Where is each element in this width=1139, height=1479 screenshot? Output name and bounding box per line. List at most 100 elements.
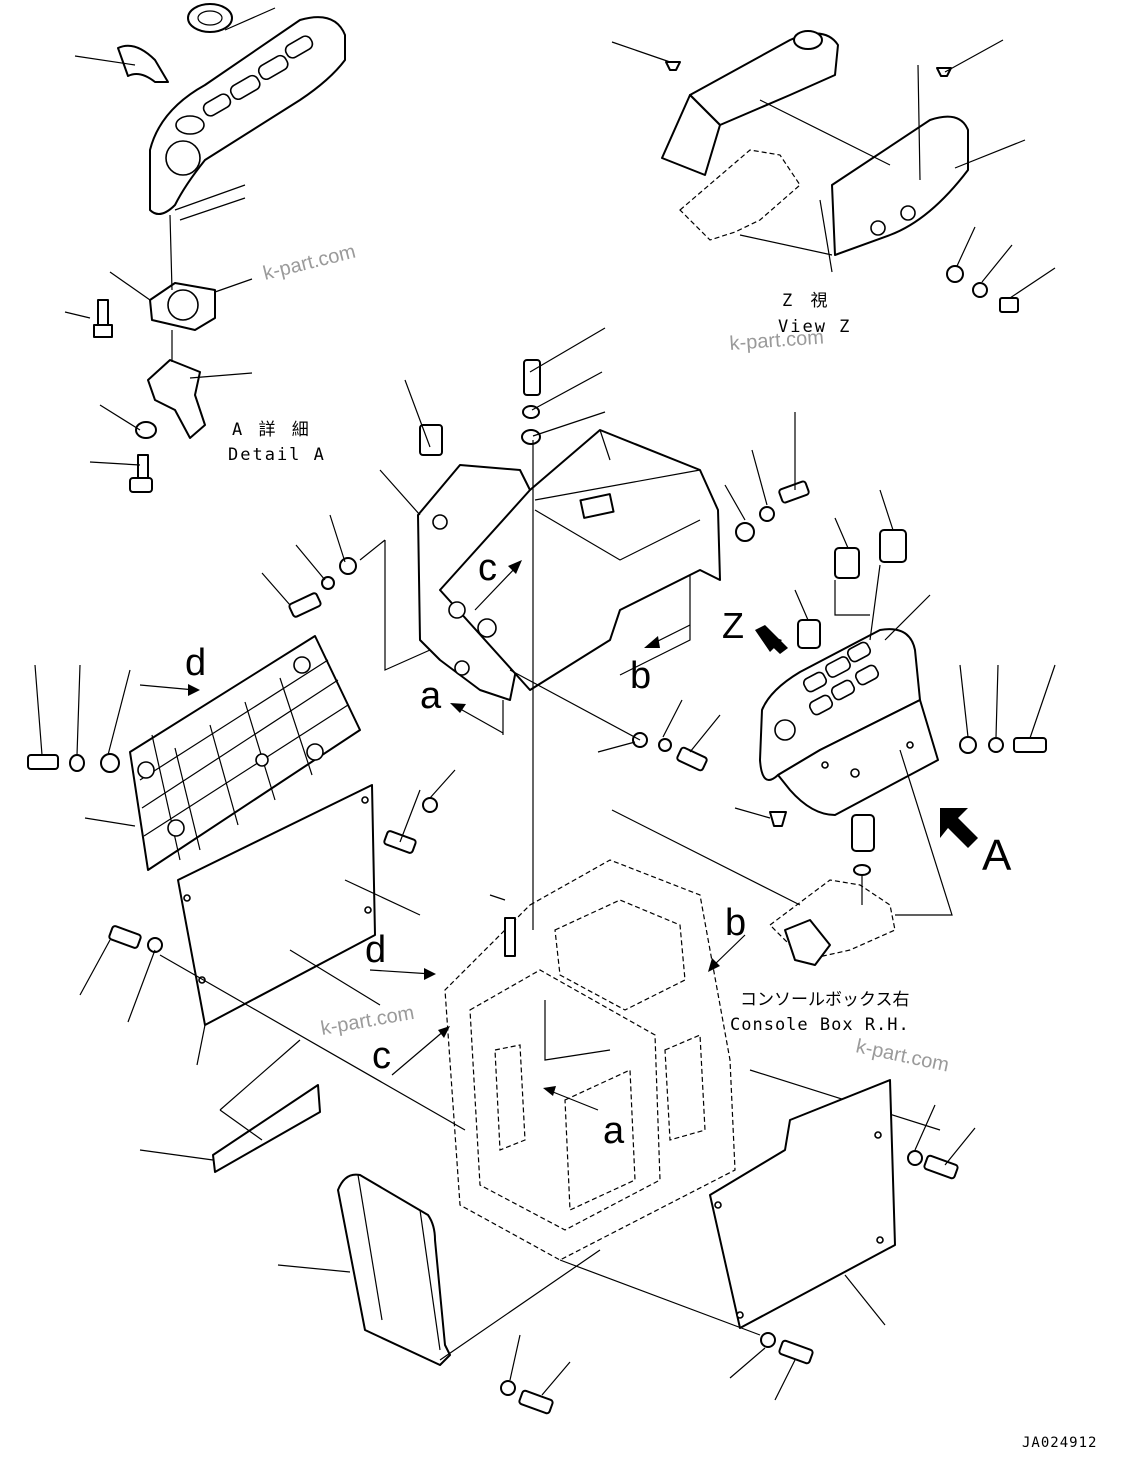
grille-ribs [139,659,349,861]
panel-hole [361,796,369,804]
callout-a2: a [603,1110,625,1152]
leader-line [959,664,1056,739]
panel-hole [364,906,372,914]
washer [972,282,988,298]
grille-fastener [306,743,324,761]
washer [500,1380,516,1396]
grille-fastener [255,753,269,767]
rh-switch-slot [808,694,834,716]
knob-cap-inner [197,10,223,26]
rh-console-top [759,628,921,781]
panel-hole [876,1236,884,1244]
leader-line [34,664,136,827]
rh-side-hole [906,741,914,749]
leader-line [729,1347,796,1401]
side-panel-right [709,1079,896,1329]
bottom-covers-group: JA024912 [277,1079,1097,1451]
arrowhead [644,636,660,648]
arrowhead [424,968,436,980]
washer [135,421,157,439]
bolt [923,1154,959,1180]
switch-slot [202,93,232,117]
view-z-en-label: View Z [778,317,851,337]
washer [759,506,775,522]
assembly-line [109,214,173,362]
bolt [108,925,142,949]
frame-group: b d c a コンソールボックス右 Console Box R.H. [365,440,941,1261]
grille-fastener [167,819,185,837]
view-z-jp-label: Z 視 [782,291,831,311]
leader-line [597,699,721,753]
callout-d1: d [185,642,206,684]
detail-a-jp-label: A 詳 細 [232,420,312,440]
arrowhead [508,560,522,574]
grille-fastener [137,761,155,779]
view-z-group: Z 視 View Z [611,30,1056,337]
view-z-cover-hole [870,220,886,236]
leader-line [724,412,796,521]
switch-slot [229,74,261,101]
housing-hole [454,660,470,676]
arrow-c2 [391,1029,446,1076]
switch-mechanism [147,359,206,439]
assembly-line [159,879,466,1131]
console-box-jp-label: コンソールボックス右 [740,990,910,1010]
washer [760,1332,776,1348]
console-box-group: c b a [261,327,810,772]
washer [946,265,964,283]
bolt [288,592,322,618]
callout-d2: d [365,929,386,971]
leader-line [611,39,1056,299]
panel-hole [183,894,191,902]
panel-hole [714,1201,722,1209]
arrow-a2 [547,1089,599,1111]
callout-c1: c [478,547,497,589]
console-housing-top [439,429,721,691]
bolt [676,746,708,772]
cover-clip [117,44,169,83]
rh-switch-slot [854,664,880,686]
side-panel-left [177,784,376,1026]
leader-line [64,7,276,466]
assembly-line [219,1039,301,1141]
watermark: k-part.com [854,1035,951,1076]
grille-cover [129,635,361,871]
leader-line [734,807,771,819]
rh-switch-slot [846,641,872,663]
view-z-side-panel [661,94,721,176]
detail-a-en-label: Detail A [228,445,326,465]
housing-hole [432,514,448,530]
leader-line [509,1334,571,1396]
grille-fastener [293,656,311,674]
rh-rocker-switch [797,619,821,649]
flat-panel-group [79,769,466,1173]
drawing-number: JA024912 [1022,1435,1097,1451]
leader-line [261,327,606,606]
arrowhead [543,1086,556,1096]
rh-bracket-plate [784,919,831,966]
bolt [97,299,109,329]
console-box-en-label: Console Box R.H. [730,1015,910,1035]
bolt [999,297,1019,313]
rh-console-group: Z A [722,489,1056,966]
callout-z: Z [722,605,744,646]
a-arrow [940,808,978,848]
leader-line [914,1104,976,1166]
assembly-line [532,440,941,1131]
watermark: k-part.com [319,1002,416,1040]
nut [339,557,357,575]
nut [959,736,977,754]
rh-switch-slot [830,679,856,701]
view-z-knob [793,30,823,50]
nut [735,522,755,542]
leader-line [794,489,931,641]
leader-line [489,894,506,901]
frame-inner [469,969,661,1231]
console-housing-edge [534,429,701,561]
assembly-line [739,64,921,273]
washer [853,864,871,876]
view-z-bracket [679,149,801,241]
rh-console-side [777,699,939,816]
arrow-d2 [369,969,433,975]
